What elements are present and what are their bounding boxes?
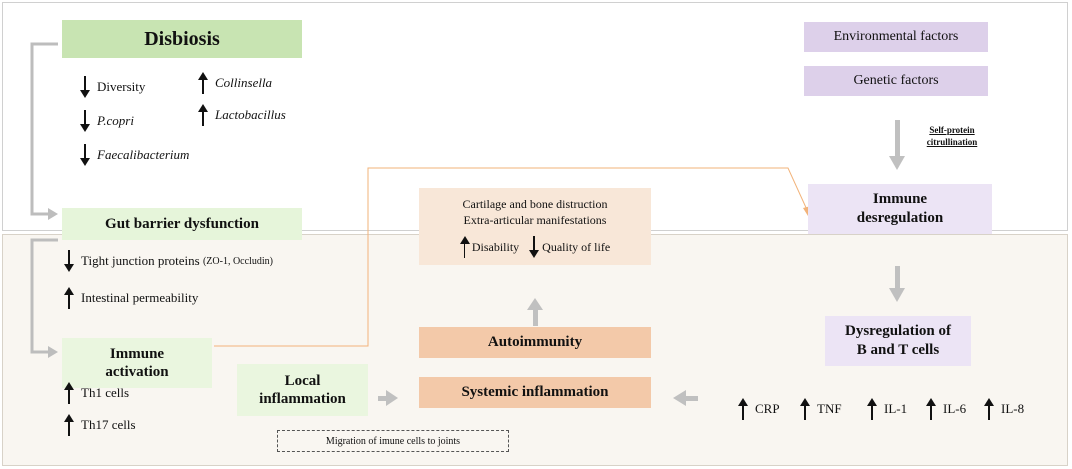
dysbiosis-item-collinsella: Collinsella: [198, 72, 272, 94]
cytokine-il8: IL-8: [984, 398, 1024, 420]
arrow-genetic-immune-shaft: [895, 120, 900, 156]
dysbiosis-item-faecalibacterium: Faecalibacterium: [80, 144, 189, 166]
dysbiosis-item-pcopri: P.copri: [80, 110, 134, 132]
up-arrow-icon: [738, 398, 748, 420]
th1-item: Th1 cells: [64, 382, 129, 404]
arrow-local-systemic-shaft: [378, 396, 388, 401]
arrow-genetic-immune-head: [889, 156, 905, 170]
genetic-factors-box: Genetic factors: [804, 66, 988, 96]
cytokine-tnf: TNF: [800, 398, 842, 420]
dysbiosis-box: Disbiosis: [62, 20, 302, 58]
bracket-dysbiosis-gut: [30, 42, 58, 216]
arrowhead-immune: [48, 346, 58, 358]
immune-dysregulation-box: Immune desregulation: [808, 184, 992, 234]
up-arrow-icon: [64, 287, 74, 309]
down-arrow-icon: [80, 144, 90, 166]
migration-note: Migration of imune cells to joints: [277, 430, 509, 452]
local-inflammation-box: Local inflammation: [237, 364, 368, 416]
up-arrow-icon: [800, 398, 810, 420]
autoimmunity-box: Autoimmunity: [419, 327, 651, 358]
immune-activation-box: Immune activation: [62, 338, 212, 388]
permeability-item: Intestinal permeability: [64, 287, 198, 309]
tight-junction-item: Tight junction proteins (ZO-1, Occludin): [64, 250, 273, 272]
arrow-autoimmunity-cartilage-shaft: [533, 308, 538, 326]
dysbiosis-item-lactobacillus: Lactobacillus: [198, 104, 286, 126]
down-arrow-icon: [64, 250, 74, 272]
cytokine-crp: CRP: [738, 398, 780, 420]
up-arrow-icon: [867, 398, 877, 420]
systemic-inflammation-box: Systemic inflammation: [419, 377, 651, 408]
up-arrow-icon: [198, 72, 208, 94]
gut-barrier-box: Gut barrier dysfunction: [62, 208, 302, 240]
up-arrow-icon: [984, 398, 994, 420]
down-arrow-icon: [80, 76, 90, 98]
cartilage-outcomes: Disability Quality of life: [459, 235, 610, 258]
bt-cells-box: Dysregulation of B and T cells: [825, 316, 971, 366]
th17-item: Th17 cells: [64, 414, 136, 436]
environmental-factors-box: Environmental factors: [804, 22, 988, 52]
cytokine-il6: IL-6: [926, 398, 966, 420]
up-arrow-icon: [64, 382, 74, 404]
arrow-cytokines-systemic-head: [673, 390, 686, 406]
arrow-autoimmunity-cartilage-head: [527, 298, 543, 310]
up-arrow-icon: [459, 235, 470, 258]
arrow-immune-bt-shaft: [895, 266, 900, 288]
up-arrow-icon: [64, 414, 74, 436]
cartilage-box: Cartilage and bone distruction Extra-art…: [419, 188, 651, 265]
citrullination-label: Self-protein citrullination: [926, 125, 978, 147]
up-arrow-icon: [198, 104, 208, 126]
arrow-cytokines-systemic-shaft: [684, 396, 698, 401]
arrow-immune-bt-head: [889, 288, 905, 302]
arrowhead-gut: [48, 208, 58, 220]
bracket-gut-immune: [30, 238, 58, 354]
up-arrow-icon: [926, 398, 936, 420]
down-arrow-icon: [80, 110, 90, 132]
dysbiosis-item-diversity: Diversity: [80, 76, 145, 98]
cytokine-il1: IL-1: [867, 398, 907, 420]
orange-connector: [214, 167, 809, 347]
arrow-local-systemic-head: [386, 390, 398, 406]
down-arrow-icon: [529, 235, 540, 258]
